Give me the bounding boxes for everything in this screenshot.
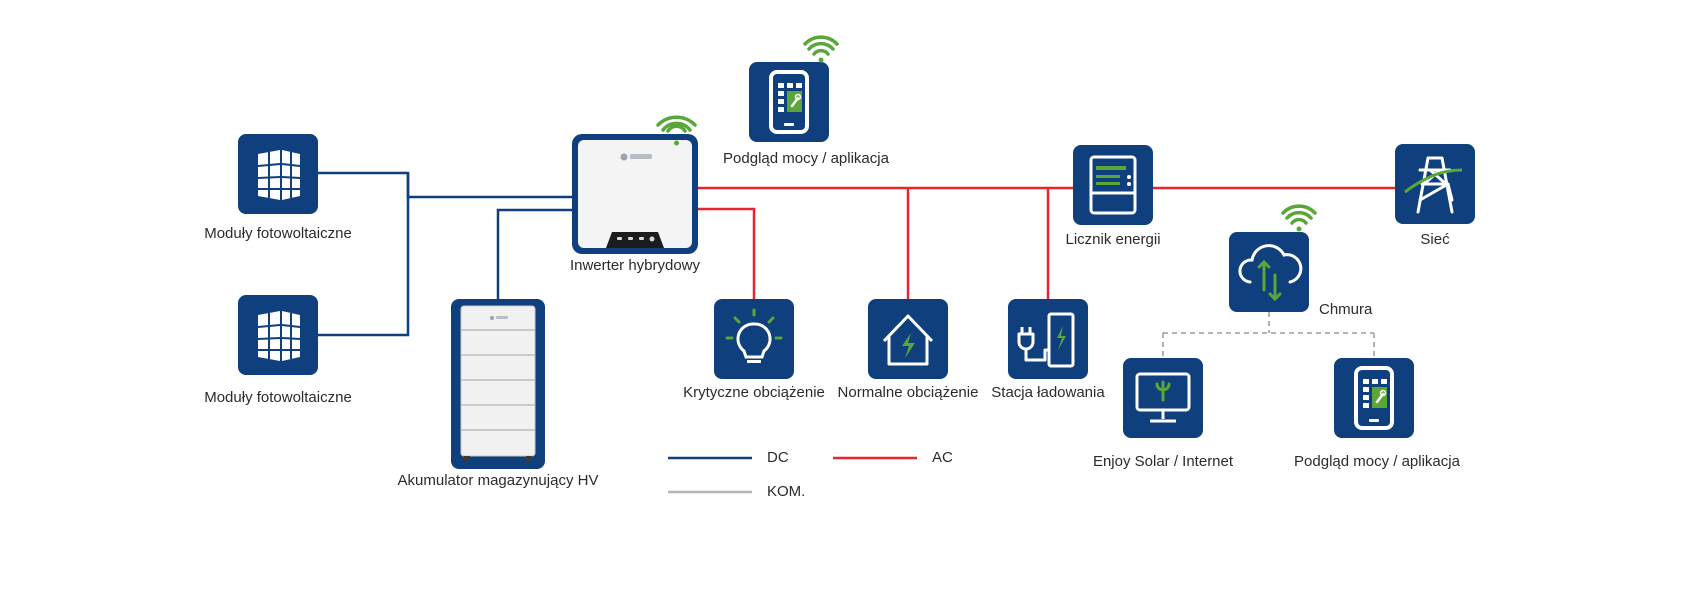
wifi-icon [1281,204,1317,232]
dc-line-pv2 [318,173,410,337]
app-top-label: Podgląd mocy / aplikacja [723,150,889,167]
normal-load [868,299,948,379]
solar-panel-icon [257,311,301,361]
dc-line-battery [496,208,572,300]
inverter-label: Inwerter hybrydowy [569,257,701,274]
app-bottom-label: Podgląd mocy / aplikacja [1294,453,1460,470]
charging-station [1008,299,1088,379]
pv-module-1-label: Moduły fotowoltaiczne [204,225,352,242]
ac-lines [698,186,1395,299]
charging-station-label: Stacja ładowania [991,384,1105,401]
battery [451,299,545,469]
house-icon [882,314,934,366]
wifi-icon [803,35,839,63]
normal-load-label: Normalne obciążenie [837,384,979,401]
pv-module-2 [238,295,318,375]
ac-line-critical [698,207,756,299]
cloud-label: Chmura [1319,301,1373,318]
dc-lines [318,171,572,337]
legend-dc-label: DC [767,449,789,466]
pv-module-1 [238,134,318,214]
grid-label: Sieć [1420,231,1450,248]
phone-app-icon [769,70,809,134]
grid [1395,144,1475,224]
cloud-icon [1238,244,1303,302]
legend [668,456,917,494]
enjoy-solar-label: Enjoy Solar / Internet [1092,453,1234,470]
legend-com-label: KOM. [767,483,806,500]
grid-wire [1404,168,1463,194]
meter-label: Licznik energii [1065,231,1161,248]
energy-meter-icon [1089,155,1137,215]
critical-load-label: Krytyczne obciążenie [683,384,825,401]
enjoy-solar [1123,358,1203,438]
battery-label: Akumulator magazynujący HV [397,472,599,489]
solar-panel-icon [257,150,301,200]
phone-app-icon [1354,366,1394,430]
phone-app-bottom [1334,358,1414,438]
phone-app-top [749,35,839,142]
energy-meter [1073,145,1153,225]
legend-ac-label: AC [932,449,953,466]
wifi-icon [656,115,697,146]
ev-charger-icon [1017,312,1075,368]
cloud [1229,204,1317,312]
dc-line-pv1 [318,171,572,199]
hybrid-inverter [572,115,698,254]
pv-module-2-label: Moduły fotowoltaiczne [204,389,352,406]
monitor-icon [1135,372,1191,423]
critical-load [714,299,794,379]
com-lines [1162,312,1375,358]
light-bulb-icon [725,308,783,363]
